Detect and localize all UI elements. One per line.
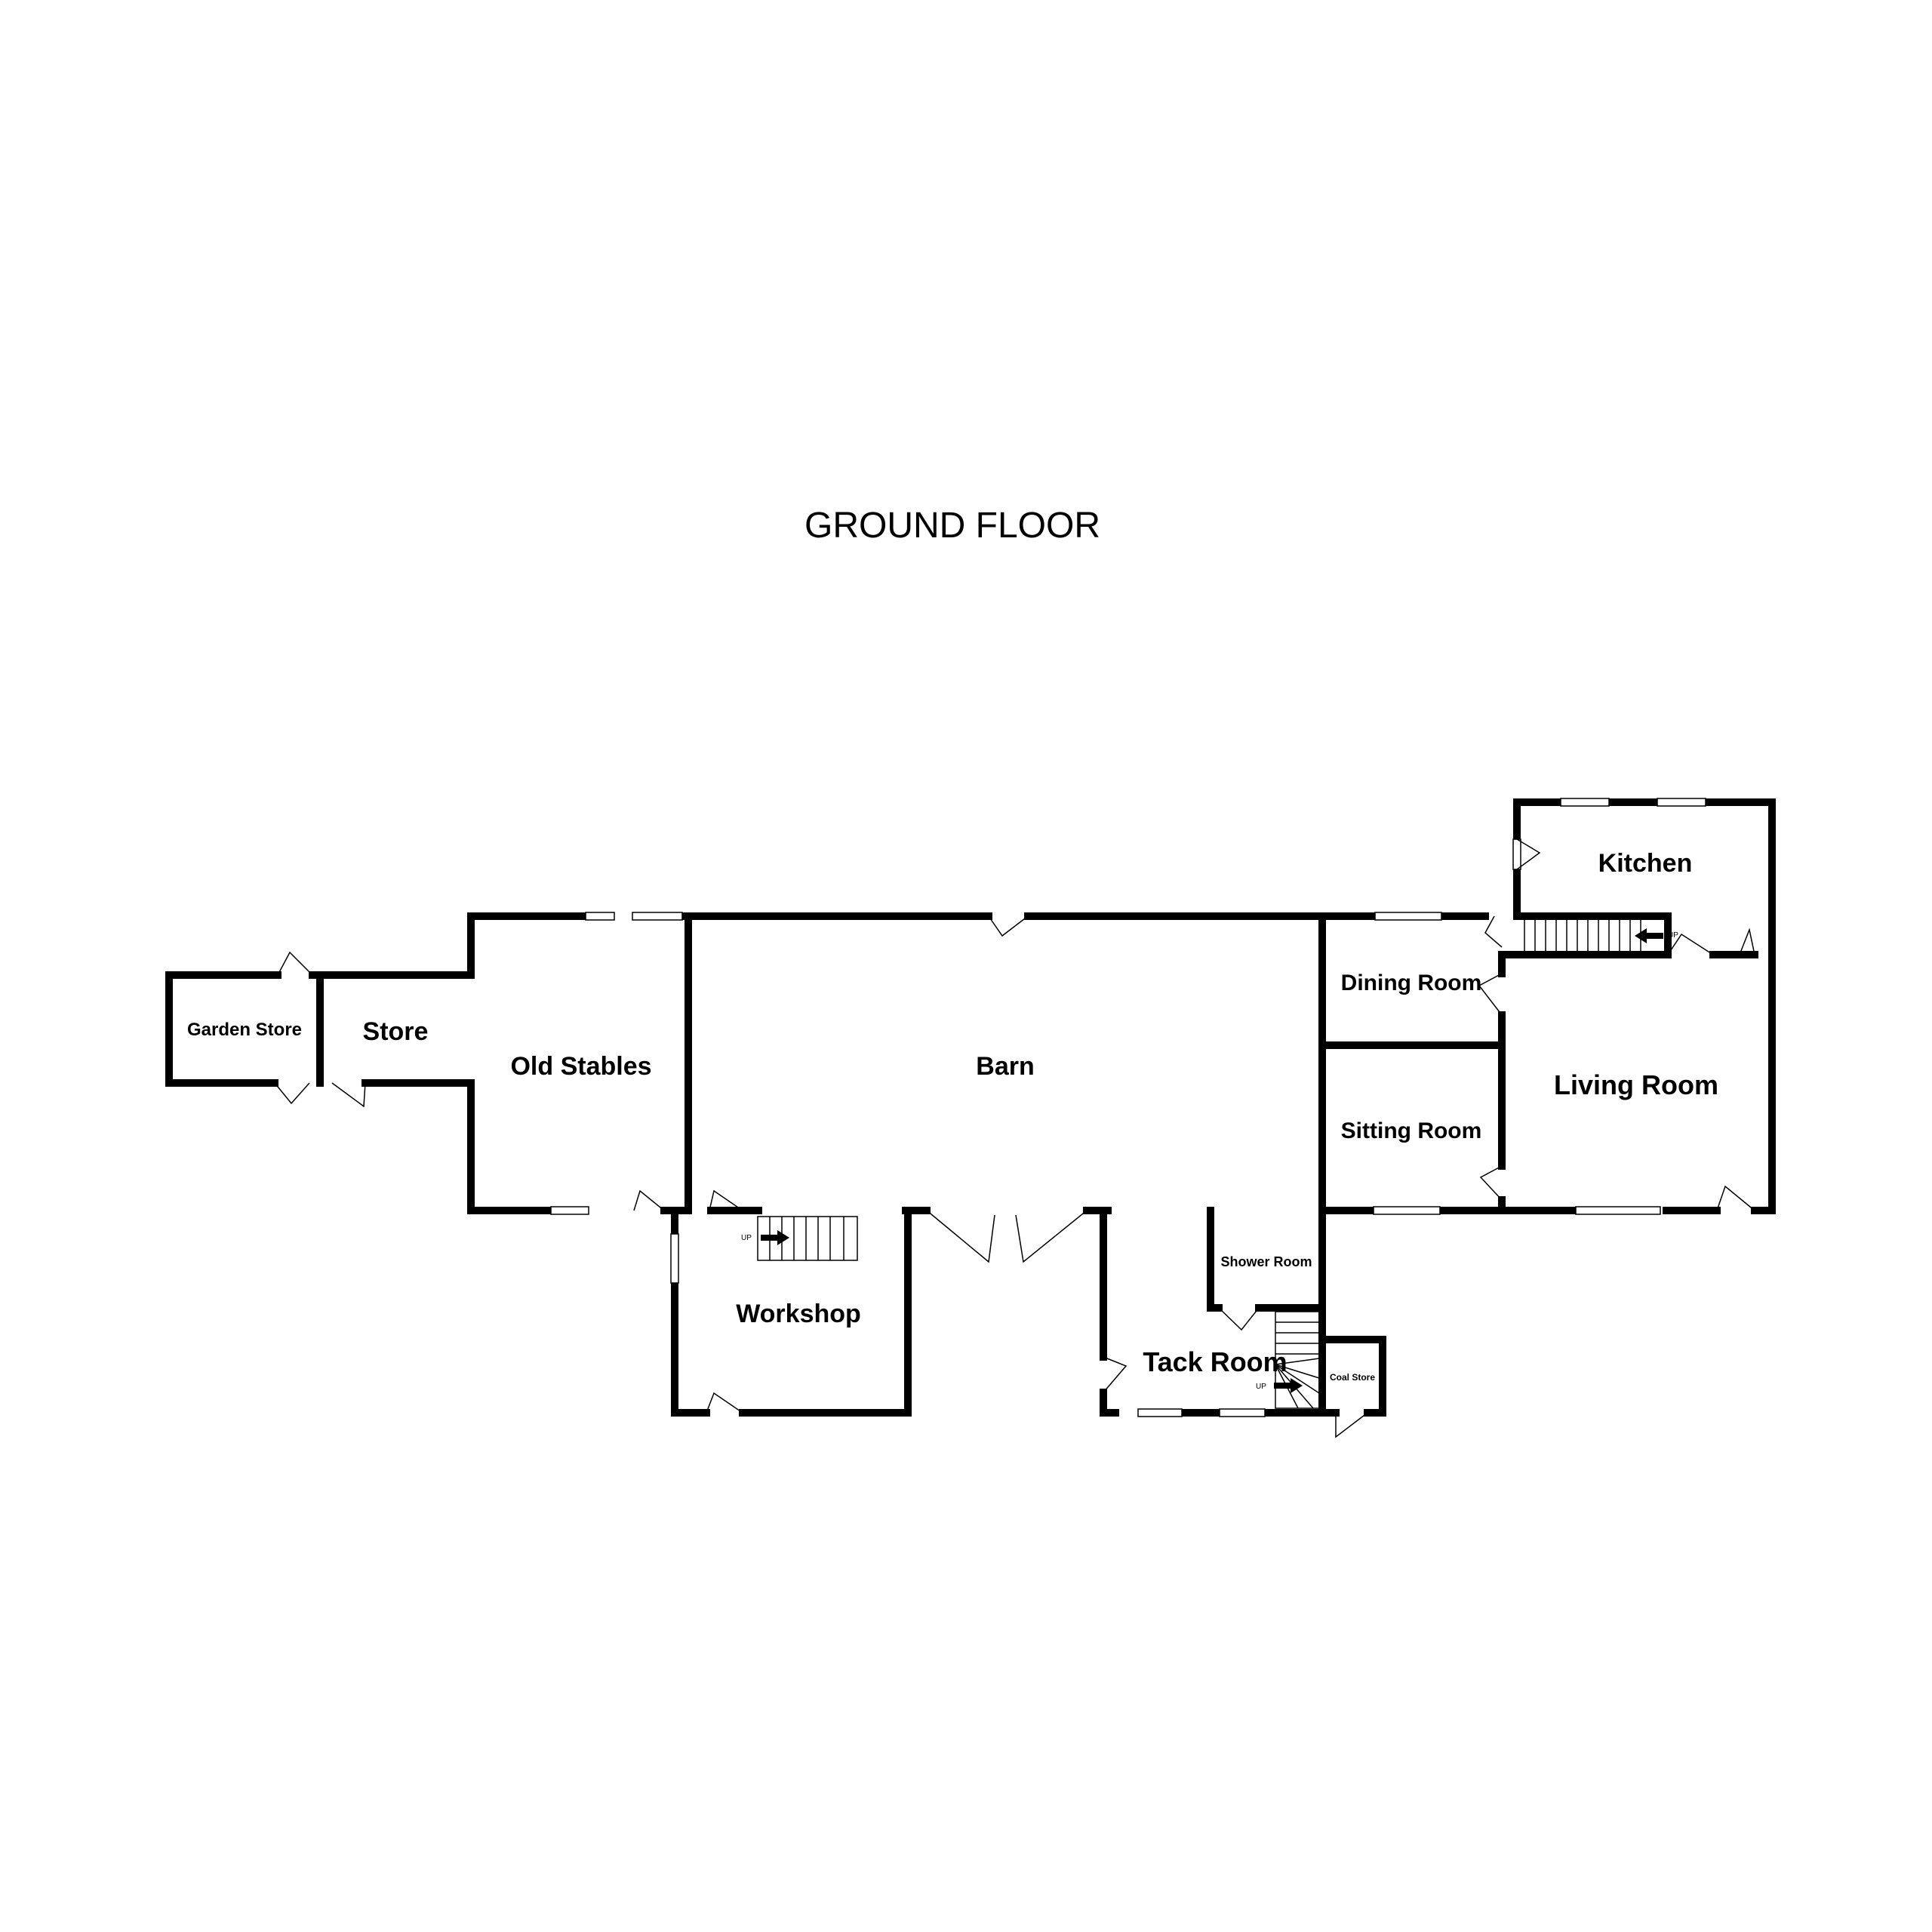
stair-up-label-tack-room: UP (1256, 1383, 1266, 1391)
room-label-coal-store: Coal Store (1330, 1372, 1375, 1383)
room-label-sitting-room: Sitting Room (1341, 1118, 1482, 1143)
room-label-garden-store: Garden Store (187, 1020, 302, 1040)
room-label-barn: Barn (976, 1052, 1034, 1081)
stairs-kitchen: UP (1524, 918, 1678, 953)
room-label-kitchen: Kitchen (1598, 849, 1693, 878)
room-label-workshop: Workshop (736, 1300, 861, 1328)
room-label-dining-room: Dining Room (1341, 971, 1482, 995)
stairs-workshop: UP (741, 1216, 858, 1261)
floor-title: GROUND FLOOR (804, 506, 1100, 546)
room-label-living-room: Living Room (1554, 1069, 1718, 1100)
windows (550, 798, 1706, 1417)
room-labels: Garden Store Store Old Stables Barn Dini… (187, 849, 1718, 1383)
doors (274, 838, 1755, 1438)
room-label-tack-room: Tack Room (1143, 1346, 1287, 1377)
room-label-store: Store (363, 1017, 429, 1046)
walls (165, 798, 1776, 1417)
room-label-shower-room: Shower Room (1220, 1254, 1312, 1269)
room-label-old-stables: Old Stables (510, 1052, 651, 1081)
stair-up-label-kitchen: UP (1668, 931, 1678, 940)
stair-up-label-workshop: UP (741, 1234, 752, 1242)
stairs-tack-room: UP (1256, 1311, 1320, 1409)
